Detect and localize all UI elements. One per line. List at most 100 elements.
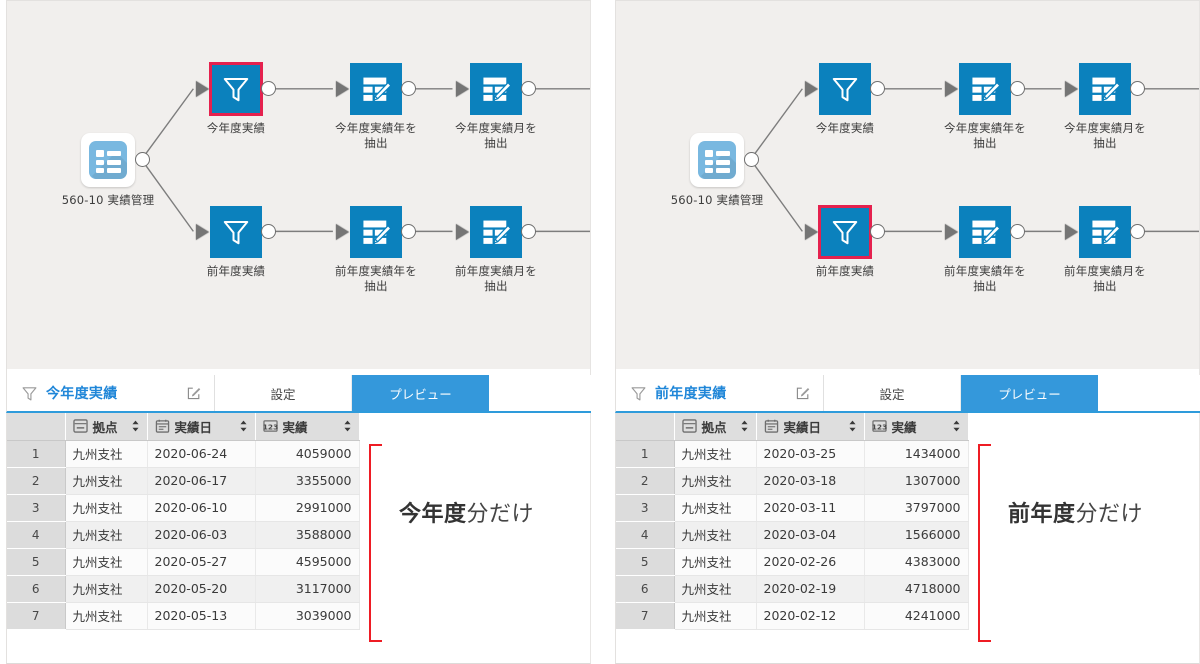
node-input-port[interactable] [1065,224,1078,240]
node-output-port[interactable] [261,81,276,96]
node-output-port[interactable] [1010,81,1025,96]
node-input-port[interactable] [336,224,349,240]
edit-pencil-icon[interactable] [795,385,811,401]
node-input-port[interactable] [1065,81,1078,97]
table-edit-node[interactable] [336,63,416,115]
filter-funnel-icon [630,385,647,402]
table-edit-node[interactable] [456,206,536,258]
flow-canvas[interactable]: 560-10 実績管理今年度実績今年度実績年を抽出今年度実績月を抽出前年度実績前… [6,0,591,375]
node-input-port[interactable] [945,224,958,240]
table-cell: 九州支社 [65,548,148,576]
flow-canvas[interactable]: 560-10 実績管理今年度実績今年度実績年を抽出今年度実績月を抽出前年度実績前… [615,0,1200,375]
column-header[interactable]: 実績日 [756,413,865,441]
filter-node[interactable] [805,205,885,259]
node-output-port[interactable] [1010,224,1025,239]
node-output-port[interactable] [261,224,276,239]
source-node[interactable] [81,133,150,187]
column-header[interactable]: 拠点 [674,413,757,441]
node-output-port[interactable] [521,81,536,96]
node-input-port[interactable] [456,224,469,240]
sort-arrows-icon[interactable] [239,420,248,432]
table-edit-icon[interactable] [1079,63,1131,115]
table-edit-icon[interactable] [959,206,1011,258]
node-output-port[interactable] [401,81,416,96]
tab-preview[interactable]: プレビュー [961,375,1098,411]
table-edit-icon[interactable] [470,206,522,258]
sort-arrows-icon[interactable] [131,420,140,432]
sort-arrows-icon[interactable] [740,420,749,432]
tab-preview[interactable]: プレビュー [352,375,489,411]
table-edit-node[interactable] [1065,206,1145,258]
annotation-text-rest: 分だけ [1075,502,1144,527]
source-output-port[interactable] [135,152,150,167]
column-header[interactable]: 実績日 [147,413,256,441]
sort-arrows-icon[interactable] [952,420,961,432]
node-output-port[interactable] [1130,81,1145,96]
node-input-port[interactable] [805,224,818,240]
filter-node[interactable] [196,206,276,258]
edit-pencil-icon[interactable] [186,385,202,401]
table-edit-node[interactable] [945,63,1025,115]
node-output-port[interactable] [870,81,885,96]
table-edit-node[interactable] [1065,63,1145,115]
node-output-port[interactable] [1130,224,1145,239]
table-edit-node[interactable] [336,206,416,258]
table-edit-node[interactable] [945,206,1025,258]
filter-funnel-icon[interactable] [209,62,263,116]
dataset-list-icon[interactable] [690,133,744,187]
node-input-port[interactable] [336,81,349,97]
column-header[interactable]: 拠点 [65,413,148,441]
tab-settings[interactable]: 設定 [824,375,961,411]
table-edit-node[interactable] [456,63,536,115]
row-number-cell: 6 [616,575,675,603]
tab-settings[interactable]: 設定 [215,375,352,411]
node-input-port[interactable] [805,81,818,97]
node-output-port[interactable] [521,224,536,239]
table-cell: 九州支社 [65,440,148,468]
column-header-label: 実績 [282,419,308,435]
node-output-port[interactable] [870,224,885,239]
table-edit-icon[interactable] [350,206,402,258]
annotation-overlay: 前年度分だけ [968,440,1199,663]
table-edit-icon[interactable] [1079,206,1131,258]
node-input-port[interactable] [945,81,958,97]
table-edit-icon[interactable] [470,63,522,115]
filter-node[interactable] [196,62,276,116]
table-edit-icon[interactable] [959,63,1011,115]
preview-tabbar: 前年度実績設定プレビュー [615,375,1200,413]
node-input-port[interactable] [196,224,209,240]
sort-arrows-icon[interactable] [848,420,857,432]
table-cell: 2020-02-12 [756,602,865,630]
number-type-icon: 123 [871,419,887,433]
table-edit-icon[interactable] [350,63,402,115]
filter-funnel-icon[interactable] [819,63,871,115]
table-cell: 4595000 [255,548,360,576]
dataset-list-icon[interactable] [81,133,135,187]
node-input-port[interactable] [196,81,209,97]
filter-node[interactable] [805,63,885,115]
node-label: 前年度実績年を抽出 [335,264,417,293]
filter-funnel-icon[interactable] [818,205,872,259]
node-input-port[interactable] [456,81,469,97]
sort-arrows-icon[interactable] [343,420,352,432]
filter-funnel-icon[interactable] [210,206,262,258]
source-node[interactable] [690,133,759,187]
source-output-port[interactable] [744,152,759,167]
node-output-port[interactable] [401,224,416,239]
